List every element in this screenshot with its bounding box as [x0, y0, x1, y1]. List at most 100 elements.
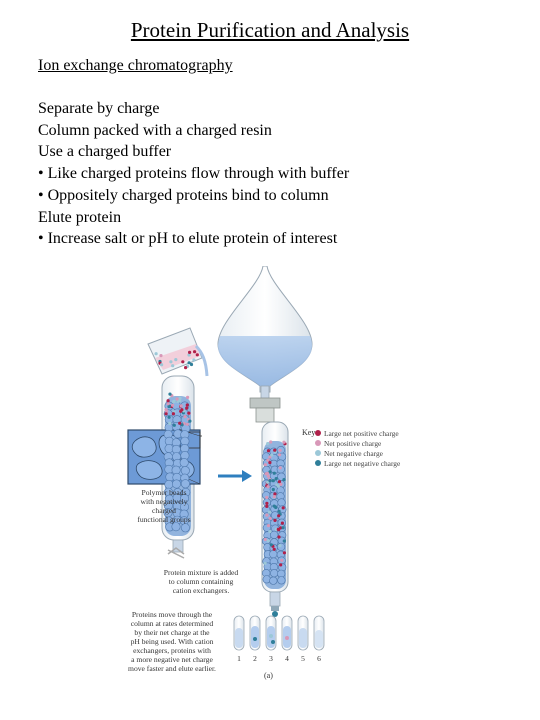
protein-particle: [178, 421, 182, 425]
protein-particle: [268, 479, 272, 483]
protein-particle: [269, 440, 273, 444]
protein-particle: [278, 466, 282, 470]
protein-particle: [263, 463, 267, 467]
tube-number: 3: [269, 654, 273, 663]
beads-caption: Polymer beads with negatively charged fu…: [137, 488, 191, 524]
protein-particle: [265, 513, 269, 517]
protein-particle: [268, 461, 272, 465]
protein-particle: [171, 364, 175, 368]
key-item: Large net negative charge: [315, 459, 400, 468]
protein-particle: [271, 479, 275, 483]
protein-particle: [278, 448, 282, 452]
resin-bead: [180, 479, 190, 489]
resin-bead: [270, 569, 279, 578]
mixture-caption: Protein mixture is added to column conta…: [163, 568, 239, 595]
protein-particle: [178, 396, 182, 400]
column-cap: [249, 397, 281, 409]
protein-particle: [169, 360, 173, 364]
protein-particle: [188, 419, 192, 423]
flow-arrow: [218, 470, 252, 482]
slide-subtitle: Ion exchange chromatography: [38, 57, 233, 74]
positive-dot-icon: [315, 440, 321, 446]
protein-particle: [266, 474, 270, 478]
protein-particle: [265, 504, 269, 508]
body-line: Column packed with a charged resin: [38, 121, 272, 139]
panel-label: (a): [264, 671, 273, 680]
protein-particle: [280, 558, 284, 562]
protein-particle: [160, 363, 164, 367]
protein-particle: [185, 406, 189, 410]
protein-particle: [266, 539, 270, 543]
protein-particle: [277, 535, 281, 539]
protein-particle: [187, 411, 191, 415]
tube-number: 1: [237, 654, 241, 663]
protein-particle: [265, 501, 269, 505]
protein-particle: [168, 392, 172, 396]
protein-particle: [281, 506, 285, 510]
body-line: Use a charged buffer: [38, 143, 172, 161]
resin-bead: [277, 498, 286, 507]
protein-particle: [268, 470, 272, 474]
figure-illustration: [127, 266, 325, 651]
protein-particle: [187, 361, 191, 365]
tube-number: 2: [253, 654, 257, 663]
protein-particle: [164, 412, 168, 416]
protein-particle: [273, 492, 277, 496]
body-bullet: • Increase salt or pH to elute protein o…: [38, 230, 338, 248]
body-text: Separate by charge Column packed with a …: [38, 98, 349, 250]
resin-bead: [262, 575, 271, 584]
protein-particle: [195, 353, 199, 357]
protein-particle: [266, 524, 271, 528]
protein-particle: [186, 395, 190, 399]
protein-particle: [278, 544, 282, 548]
protein-particle: [282, 440, 286, 444]
protein-particle: [272, 495, 276, 499]
body-line: Elute protein: [38, 208, 122, 226]
protein-particle: [192, 358, 196, 362]
protein-particle: [185, 403, 189, 407]
resin-bead: [171, 522, 181, 532]
protein-particle: [154, 352, 158, 356]
body-line: Separate by charge: [38, 100, 160, 117]
key-item: Large net positive charge: [315, 429, 399, 438]
resin-bead: [269, 576, 278, 585]
negative-dot-icon: [315, 450, 321, 456]
protein-particle: [282, 478, 286, 482]
protein-particles: [154, 350, 287, 567]
protein-particle: [271, 487, 275, 492]
protein-particle: [269, 543, 273, 547]
protein-particle: [266, 449, 271, 453]
resin-bead: [180, 523, 190, 533]
protein-particle: [282, 539, 286, 543]
protein-particle: [272, 504, 276, 508]
protein-particle: [178, 399, 182, 403]
beaker: [147, 327, 209, 377]
tube-number: 6: [317, 654, 321, 663]
protein-particle: [263, 561, 267, 565]
protein-particle: [185, 422, 189, 426]
protein-particle: [279, 526, 283, 530]
resin-bead: [179, 458, 189, 468]
tube-number: 5: [301, 654, 305, 663]
protein-particle: [187, 353, 191, 357]
protein-particle: [168, 421, 172, 425]
protein-particle: [278, 453, 282, 457]
protein-particle: [272, 547, 276, 551]
protein-particle: [266, 458, 270, 462]
tube-number: 4: [285, 654, 289, 663]
proteins-caption: Proteins move through the column at rate…: [128, 610, 216, 673]
key-title: Key:: [302, 428, 318, 437]
protein-particle: [282, 551, 286, 555]
protein-particle: [179, 404, 183, 408]
resin-bead: [171, 479, 181, 489]
ion-exchange-figure: Key: Large net positive charge Net posit…: [110, 266, 440, 706]
protein-particle: [188, 350, 192, 354]
resin-bead: [270, 530, 279, 540]
protein-particle: [171, 400, 175, 404]
protein-particle: [265, 495, 269, 500]
protein-particle: [265, 471, 269, 475]
funnel: [217, 266, 313, 401]
protein-particle: [164, 408, 168, 412]
resin-bead: [277, 542, 286, 552]
protein-particle: [266, 480, 270, 484]
